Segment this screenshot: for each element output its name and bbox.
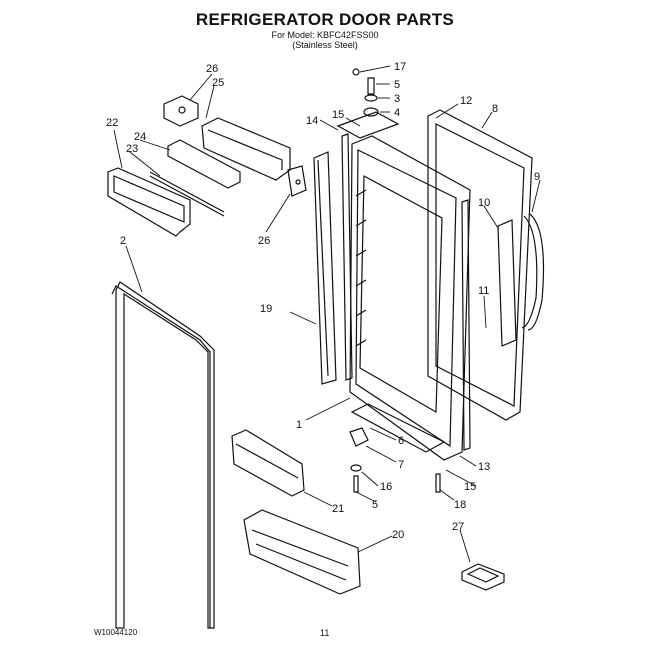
callout-24: 24 — [134, 131, 146, 143]
callout-5-top: 5 — [394, 79, 400, 91]
part-9-handle — [521, 213, 545, 331]
callout-1: 1 — [296, 419, 302, 431]
part-21-door-bin — [231, 429, 305, 497]
part-bottom-hinge-hardware — [349, 403, 446, 493]
part-19-trim — [313, 151, 337, 385]
diagram-title: REFRIGERATOR DOOR PARTS — [195, 10, 455, 29]
leader-lines — [113, 65, 541, 563]
callout-21: 21 — [332, 503, 344, 515]
callout-9: 9 — [534, 171, 540, 183]
document-number: W10044120 — [94, 628, 138, 637]
part-13-bar — [461, 199, 471, 451]
page-number: 11 — [320, 628, 330, 638]
diagram-subtitle: For Model: KBFC42FSS00 (Stainless Steel) — [0, 30, 650, 50]
callout-4: 4 — [394, 107, 400, 119]
callout-7: 7 — [398, 459, 404, 471]
callout-10: 10 — [478, 197, 490, 209]
part-22-shelf — [107, 167, 191, 237]
model-number: For Model: KBFC42FSS00 — [271, 30, 379, 40]
callout-16: 16 — [380, 481, 392, 493]
part-25-bin — [201, 117, 291, 181]
part-23-24-strip — [149, 139, 241, 217]
callout-6: 6 — [398, 435, 404, 447]
part-10-bracket — [497, 219, 517, 347]
callout-22: 22 — [106, 117, 118, 129]
part-12-outer-panel — [427, 109, 533, 421]
callout-8: 8 — [492, 103, 498, 115]
part-26-cap-lower — [287, 165, 307, 197]
part-26-cap-top — [163, 95, 199, 127]
part-top-hinge-hardware — [336, 68, 400, 139]
callout-17: 17 — [394, 61, 406, 73]
callout-3: 3 — [394, 93, 400, 105]
part-14-edge — [341, 133, 353, 381]
part-8-frame — [435, 123, 525, 407]
callout-25: 25 — [212, 77, 224, 89]
part-door-gasket — [111, 281, 215, 629]
callout-23: 23 — [126, 143, 138, 155]
callout-26-lower: 26 — [258, 235, 270, 247]
callout-14: 14 — [306, 115, 318, 127]
callout-13: 13 — [478, 461, 490, 473]
callout-20: 20 — [392, 529, 404, 541]
part-20-door-bin-large — [243, 509, 361, 595]
part-27-tray — [461, 563, 505, 591]
callout-26-top: 26 — [206, 63, 218, 75]
part-1-door — [349, 135, 471, 461]
callout-27: 27 — [452, 521, 464, 533]
callout-11: 11 — [478, 285, 489, 297]
callout-2: 2 — [120, 235, 126, 247]
callout-15-bottom: 15 — [464, 481, 476, 493]
callout-19: 19 — [260, 303, 272, 315]
callout-5-bottom: 5 — [372, 499, 378, 511]
callout-18: 18 — [454, 499, 466, 511]
callout-15-top: 15 — [332, 109, 344, 121]
callout-12: 12 — [460, 95, 472, 107]
model-finish: (Stainless Steel) — [292, 40, 358, 50]
callout-numbers: 17 5 3 4 12 8 26 25 14 15 22 24 23 9 10 … — [106, 61, 540, 541]
